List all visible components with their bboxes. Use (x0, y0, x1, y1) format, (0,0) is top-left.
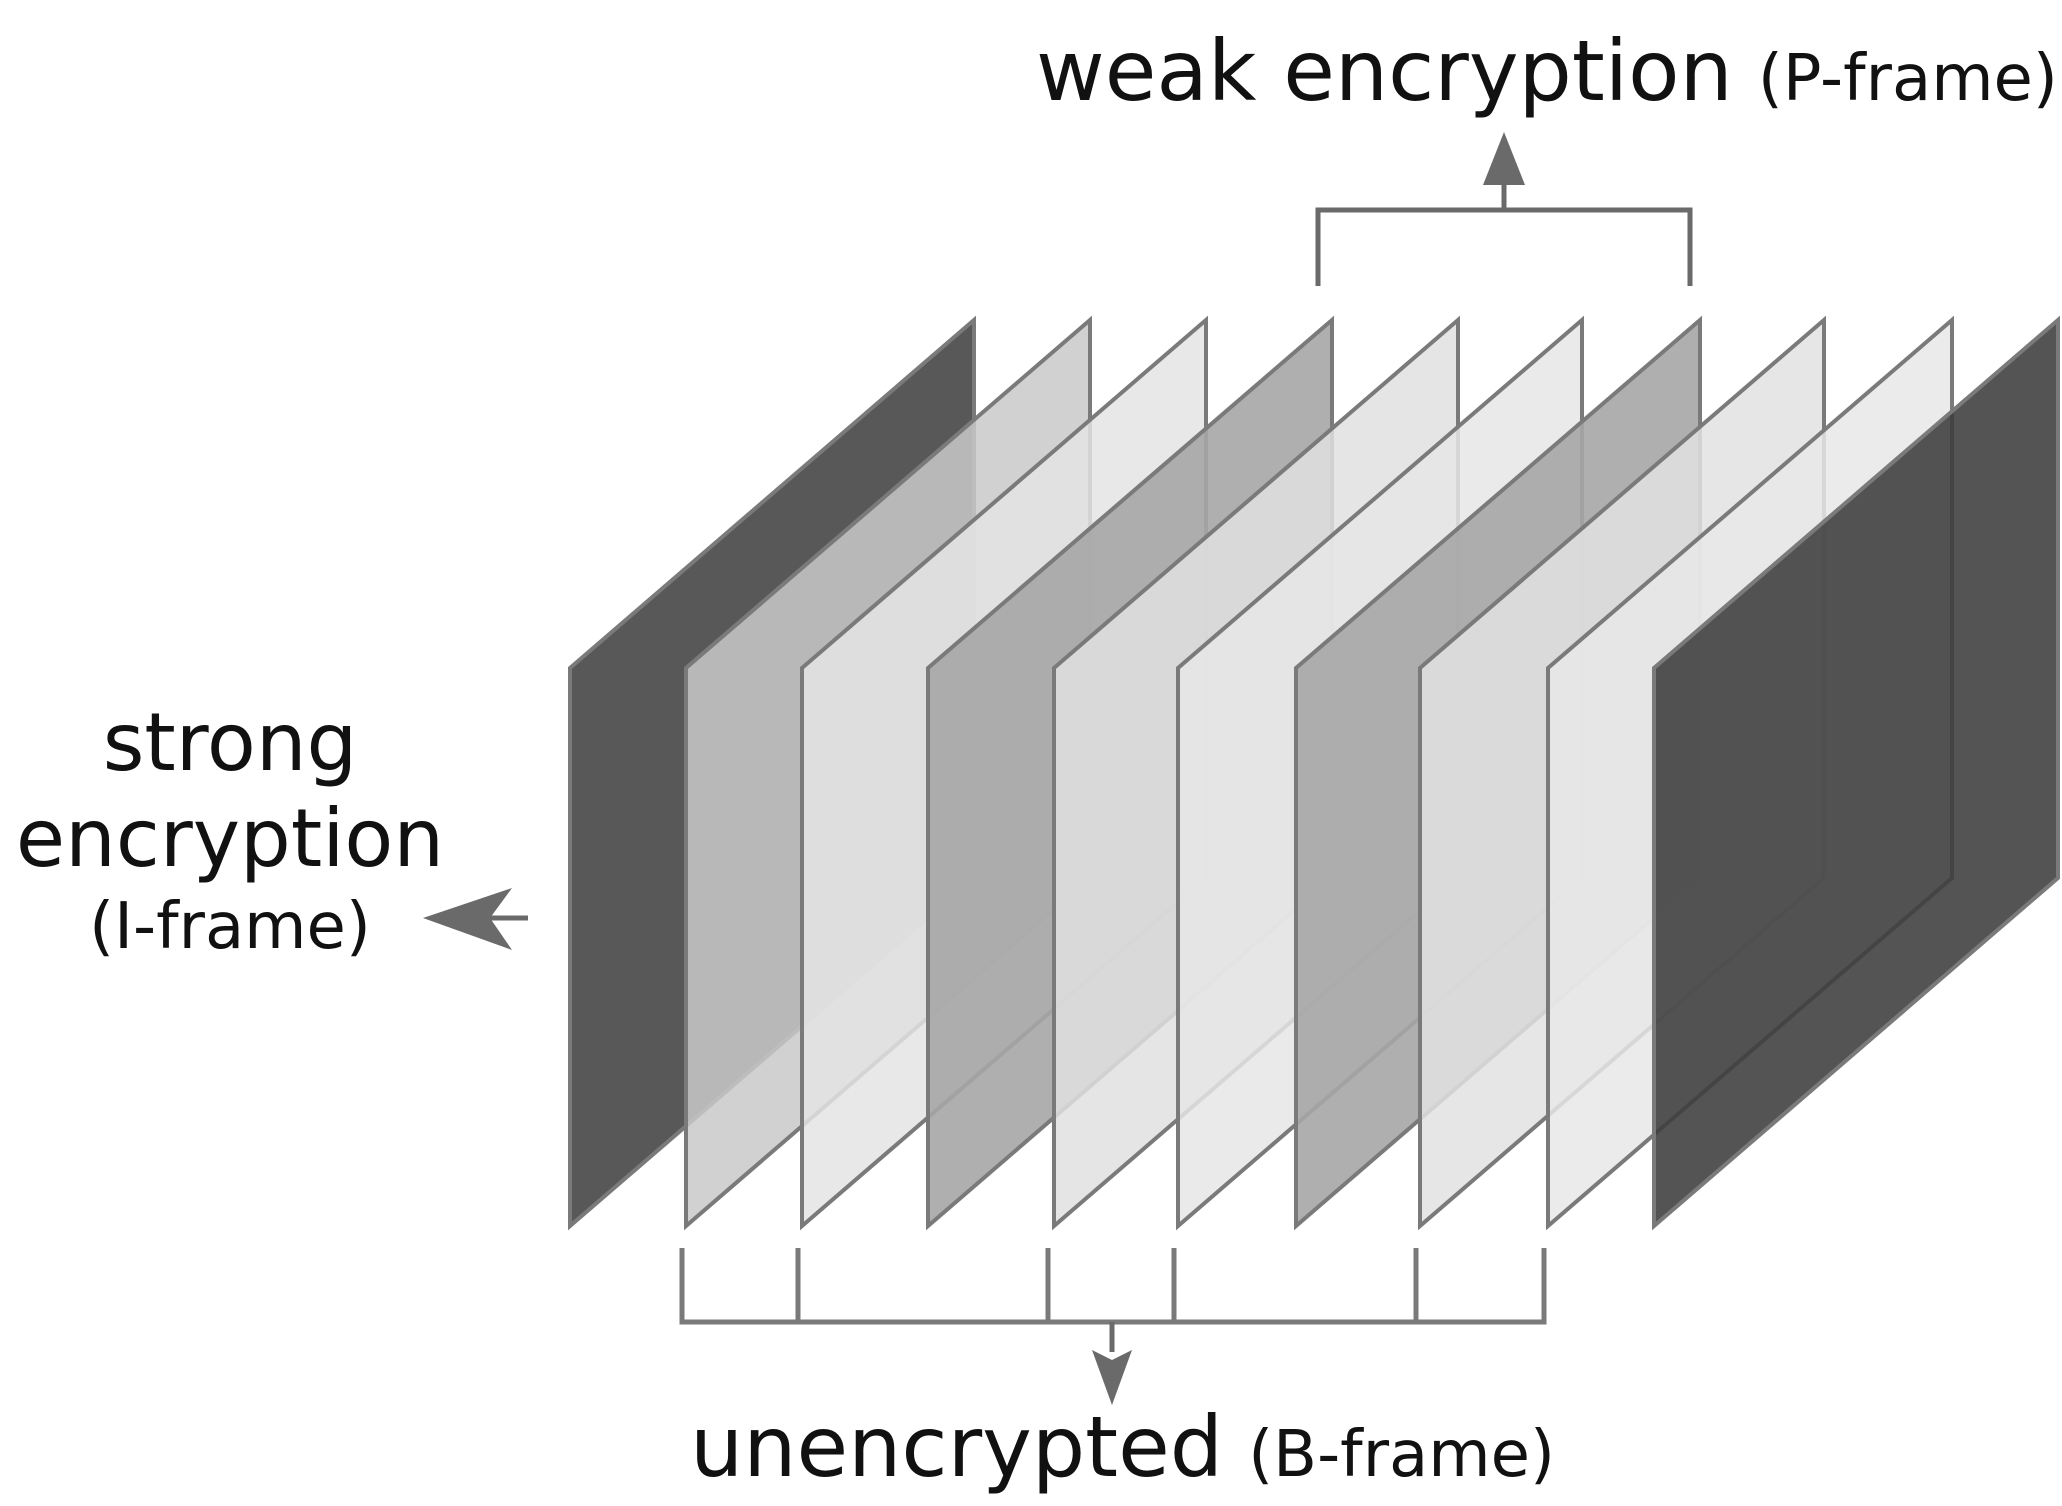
p-bracket-line (1315, 207, 1693, 286)
frame-i (1652, 315, 2060, 1231)
i-arrow-head-icon (423, 888, 512, 950)
p-frame-label: weak encryption (P-frame) (1036, 22, 2058, 120)
p-arrow-head-icon (1483, 132, 1525, 185)
b-arrow-head-icon (1092, 1350, 1132, 1405)
i-frame-label-line1: strong (103, 696, 358, 789)
p-frame-bracket (1315, 170, 1693, 286)
b-frame-label: unencrypted (B-frame) (690, 1398, 1555, 1496)
i-frame-label-line3: (I-frame) (89, 890, 371, 964)
b-frame-bracket (679, 1248, 1547, 1352)
i-frame-label-line2: encryption (16, 792, 444, 885)
frame-stack (568, 315, 2060, 1231)
